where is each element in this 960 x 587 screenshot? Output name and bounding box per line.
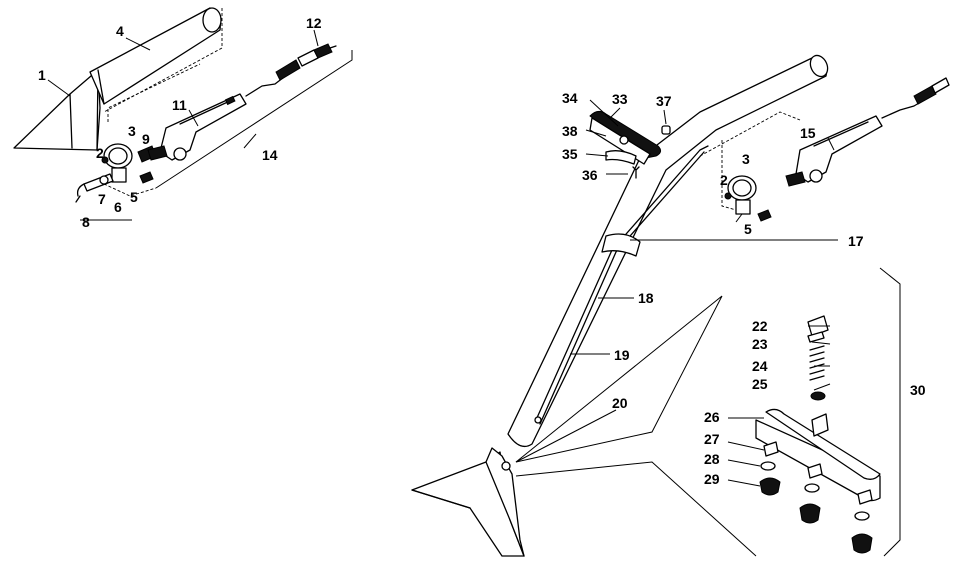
part-18-wand-tube — [507, 54, 829, 448]
callout-19: 19 — [614, 347, 630, 363]
callout-3-right: 3 — [742, 151, 750, 167]
callout-4: 4 — [116, 23, 124, 39]
part-11-handle — [147, 93, 247, 161]
callout-7: 7 — [98, 191, 106, 207]
callout-9: 9 — [142, 131, 150, 147]
callout-27: 27 — [704, 431, 720, 447]
callout-17: 17 — [848, 233, 864, 249]
grip-assembly — [589, 110, 671, 179]
callout-2-right: 2 — [720, 172, 728, 188]
callout-14: 14 — [262, 147, 278, 163]
callout-35: 35 — [562, 146, 578, 162]
left-clamp-fittings — [75, 143, 157, 203]
callout-28: 28 — [704, 451, 720, 467]
callout-1: 1 — [38, 67, 46, 83]
callout-labels: 1 2 3 4 5 6 7 8 9 11 12 14 2 3 5 15 17 1… — [38, 15, 926, 487]
left-assembly — [13, 7, 353, 221]
right-assembly — [411, 54, 950, 557]
callout-20: 20 — [612, 395, 628, 411]
manifold-assembly — [755, 315, 881, 554]
callout-37: 37 — [656, 93, 672, 109]
callout-3: 3 — [128, 123, 136, 139]
right-clamp — [721, 140, 772, 222]
callout-29: 29 — [704, 471, 720, 487]
callout-23: 23 — [752, 336, 768, 352]
part-19-hose — [534, 145, 709, 425]
callout-33: 33 — [612, 91, 628, 107]
callout-34: 34 — [562, 90, 578, 106]
callout-11: 11 — [172, 97, 187, 113]
callout-25: 25 — [752, 376, 768, 392]
callout-15: 15 — [800, 125, 816, 141]
callout-2: 2 — [96, 145, 104, 161]
callout-38: 38 — [562, 123, 578, 139]
part-4-tube — [89, 7, 222, 105]
part-12-coupler — [245, 43, 337, 97]
callout-5: 5 — [130, 189, 138, 205]
callout-6: 6 — [114, 199, 122, 215]
callout-5-right: 5 — [744, 221, 752, 237]
callout-24: 24 — [752, 358, 768, 374]
part-1-head — [13, 69, 101, 151]
part-20-floor-head — [411, 447, 525, 557]
callout-36: 36 — [582, 167, 598, 183]
callout-30: 30 — [910, 382, 926, 398]
callout-22: 22 — [752, 318, 768, 334]
callout-8: 8 — [82, 214, 90, 230]
callout-12: 12 — [306, 15, 322, 31]
callout-18: 18 — [638, 290, 654, 306]
part-15-handle — [785, 77, 950, 187]
callout-26: 26 — [704, 409, 720, 425]
